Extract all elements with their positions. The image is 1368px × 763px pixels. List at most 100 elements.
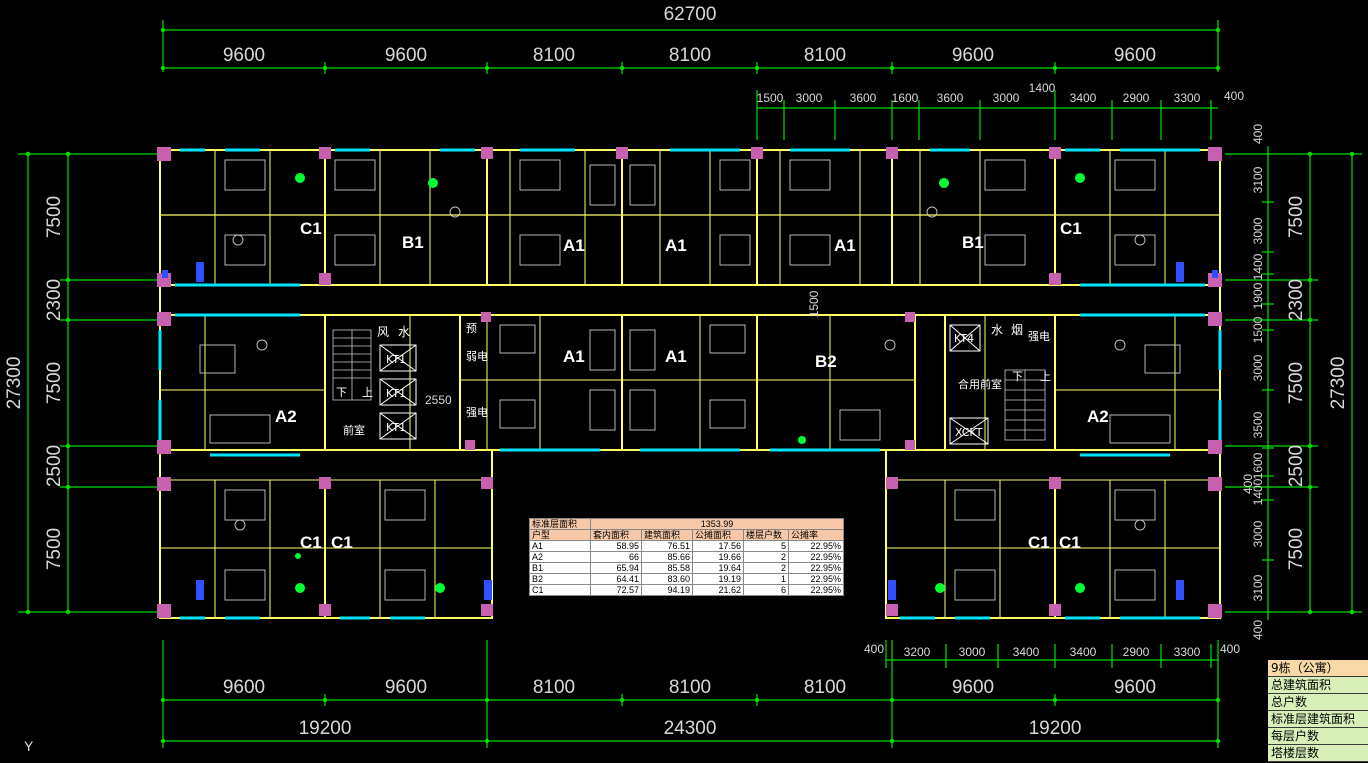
unit-label-a1: A1 <box>665 236 687 255</box>
dim-sub: 3000 <box>993 91 1020 105</box>
area-table-columns: 户型 套内面积 建筑面积 公摊面积 楼层户数 公摊率 <box>529 529 844 541</box>
summary-title: 9栋（公寓） <box>1268 660 1368 677</box>
dim-sub: 1500 <box>1251 316 1265 343</box>
label-shang: 上 <box>362 386 373 399</box>
label-ruodian: 弱电 <box>466 350 488 363</box>
cell: 22.95% <box>788 584 844 596</box>
cell: 94.19 <box>641 584 693 596</box>
unit-label-c1: C1 <box>300 533 322 552</box>
unit-label-c1: C1 <box>300 219 322 238</box>
unit-label-a1: A1 <box>834 236 856 255</box>
cell: 2 <box>743 551 789 563</box>
col-header: 公摊率 <box>788 529 844 541</box>
unit-label-b1: B1 <box>962 233 984 252</box>
cell: B2 <box>529 573 591 585</box>
dim-row: 7500 <box>1286 528 1307 570</box>
unit-label-c1: C1 <box>1060 219 1082 238</box>
table-row: A1 58.95 76.51 17.56 5 22.95% <box>529 540 844 552</box>
cell: 19.64 <box>692 562 744 574</box>
dim-overall-top: 62700 <box>664 4 717 25</box>
stair-right <box>1004 369 1046 441</box>
dim-row: 7500 <box>44 528 65 570</box>
dim-row: 2300 <box>44 279 65 321</box>
elevators-right <box>949 324 989 445</box>
windows <box>158 148 1222 620</box>
dim-bay: 9600 <box>1114 45 1156 66</box>
summary-item: 标准层建筑面积 <box>1268 711 1368 728</box>
dim-bay: 8100 <box>669 45 711 66</box>
dim-bay: 8100 <box>804 45 846 66</box>
label-feng: 风 <box>377 325 389 339</box>
dim-sub: 2900 <box>1123 91 1150 105</box>
unit-label-c1: C1 <box>331 533 353 552</box>
unit-label-a1: A1 <box>563 236 585 255</box>
blue-cabinets <box>162 262 1218 600</box>
cell: 22.95% <box>788 562 844 574</box>
cell: 65.94 <box>590 562 642 574</box>
dim-sub: 3400 <box>1013 645 1040 659</box>
dim-sub: 1600 <box>892 91 919 105</box>
cell: 21.62 <box>692 584 744 596</box>
structural-columns <box>157 147 1222 618</box>
furniture <box>199 159 1181 601</box>
dim-row: 2500 <box>1286 445 1307 487</box>
cell: 22.95% <box>788 540 844 552</box>
dim-sub: 3000 <box>1251 520 1265 547</box>
dim-1500: 1500 <box>807 290 821 317</box>
label-kt1: KT1 <box>386 421 406 434</box>
label-shui: 水 <box>991 323 1003 337</box>
dim-2550: 2550 <box>425 393 452 407</box>
cell: 76.51 <box>641 540 693 552</box>
unit-label-b1: B1 <box>402 233 424 252</box>
cell: 22.95% <box>788 573 844 585</box>
unit-label-b2: B2 <box>815 352 837 371</box>
col-header: 套内面积 <box>590 529 642 541</box>
summary-item: 总建筑面积 <box>1268 677 1368 694</box>
label-kt4: KT4 <box>954 332 974 345</box>
dim-row: 7500 <box>44 362 65 404</box>
dimension-ticks <box>25 27 1355 744</box>
dim-sub: 3200 <box>904 645 931 659</box>
cell: 5 <box>743 540 789 552</box>
dimension-text-top: 62700 9600 9600 8100 8100 8100 9600 9600… <box>223 4 1244 105</box>
cell: 85.58 <box>641 562 693 574</box>
unit-labels: C1 B1 A1 A1 A1 B1 C1 A2 A1 A1 B2 A2 C1 C… <box>275 219 1109 552</box>
floor-drains <box>295 173 1085 593</box>
fixtures <box>232 206 1146 531</box>
dim-bay: 9600 <box>385 677 427 698</box>
stair-left <box>332 329 372 401</box>
summary-item: 塔楼层数 <box>1268 745 1368 762</box>
label-jian: 预 <box>466 322 477 335</box>
dim-sub: 1900 <box>1251 282 1265 309</box>
dim-row: 2500 <box>44 445 65 487</box>
summary-item: 每层户数 <box>1268 728 1368 745</box>
cell: 22.95% <box>788 551 844 563</box>
table-row: A2 66 85.66 19.66 2 22.95% <box>529 551 844 563</box>
dim-bay: 9600 <box>952 45 994 66</box>
col-header: 户型 <box>529 529 591 541</box>
dim-group: 19200 <box>1029 718 1082 739</box>
cell: 66 <box>590 551 642 563</box>
dim-edge-400: 400 <box>1224 89 1244 103</box>
label-yan: 烟 <box>1011 323 1023 337</box>
dim-overall-right: 27300 <box>1328 357 1349 410</box>
dim-row: 7500 <box>1286 196 1307 238</box>
dim-sub: 3300 <box>1174 91 1201 105</box>
label-heyong: 合用前室 <box>958 377 1002 391</box>
cell: C1 <box>529 584 591 596</box>
dimension-lines <box>18 20 1362 748</box>
label-xia: 下 <box>1012 370 1023 383</box>
col-header: 建筑面积 <box>641 529 693 541</box>
dim-sub: 3000 <box>959 645 986 659</box>
unit-label-a2: A2 <box>275 407 297 426</box>
dim-bay: 8100 <box>669 677 711 698</box>
dim-sub: 3100 <box>1251 166 1265 193</box>
label-qiangdian: 强电 <box>1028 330 1050 343</box>
dim-sub: 3500 <box>1251 411 1265 438</box>
cell: 58.95 <box>590 540 642 552</box>
dim-overall-left: 27300 <box>4 357 25 410</box>
dim-sub: 3300 <box>1174 645 1201 659</box>
core-right-labels: KT4 水 烟 强电 合用前室 XCKT 下 上 <box>954 323 1051 439</box>
label-kt1: KT1 <box>386 353 406 366</box>
dim-row: 2300 <box>1286 279 1307 321</box>
